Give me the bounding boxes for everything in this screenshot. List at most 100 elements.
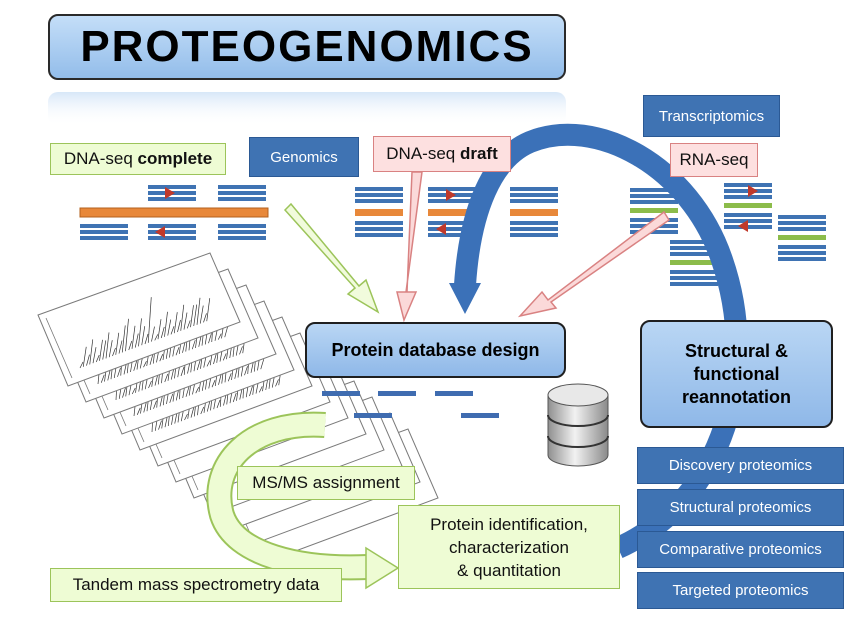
protein-id-line-3: & quantitation [457, 560, 561, 580]
draft-read [510, 199, 558, 203]
dna-seq-complete-label: DNA-seq complete [50, 143, 226, 175]
draft-read [355, 193, 403, 197]
draft-contig-bar [355, 209, 403, 216]
draft-read [355, 187, 403, 191]
draft-read [355, 233, 403, 237]
comparative-proteomics-text: Comparative proteomics [659, 541, 822, 558]
rna-read [724, 213, 772, 217]
genomics-text: Genomics [270, 148, 338, 166]
msms-assignment-label: MS/MS assignment [237, 466, 415, 500]
draft-contig-bar [428, 209, 476, 216]
complete-read [148, 185, 196, 189]
rna-read [630, 194, 678, 198]
sequence-reads [79, 183, 826, 286]
complete-genome-bar [79, 207, 269, 218]
structural-line-1: Structural & [684, 340, 789, 361]
dna-draft-to-database-arrow [396, 171, 423, 323]
dna-complete-bold: complete [137, 149, 213, 168]
draft-read [510, 221, 558, 225]
page-title-text: PROTEOGENOMICS [80, 22, 534, 71]
strand-marker [155, 226, 165, 238]
strand-marker [748, 185, 758, 197]
draft-read [428, 187, 476, 191]
strand-marker [738, 220, 748, 232]
transcript-bar [778, 235, 826, 240]
rna-read [778, 251, 826, 255]
page-title: PROTEOGENOMICS [48, 14, 566, 80]
draft-read [510, 187, 558, 191]
strand-marker [165, 187, 175, 199]
structural-reannotation-box: Structural & functional reannotation [640, 320, 833, 428]
reannotation-arrowhead [449, 283, 481, 314]
structural-proteomics-text: Structural proteomics [669, 499, 812, 516]
complete-read [218, 191, 266, 195]
title-reflection [48, 92, 566, 126]
dna-draft-bold: draft [459, 144, 498, 163]
ms-spectra-stack [37, 252, 439, 563]
structural-proteomics-label: Structural proteomics [637, 489, 844, 526]
draft-read [428, 199, 476, 203]
protein-db-text: Protein database design [331, 339, 540, 360]
draft-read [428, 221, 476, 225]
rna-read [630, 230, 678, 234]
complete-read [218, 224, 266, 228]
draft-read [428, 233, 476, 237]
peptide-dashes [322, 391, 499, 418]
complete-read [148, 236, 196, 240]
rna-read [670, 252, 718, 256]
comparative-proteomics-label: Comparative proteomics [637, 531, 844, 568]
dna-complete-prefix: DNA-seq [63, 149, 138, 168]
complete-read [148, 224, 196, 228]
rna-read [778, 227, 826, 231]
msms-to-identification-arrow [208, 413, 369, 579]
rna-read [778, 215, 826, 219]
complete-read [80, 236, 128, 240]
transcript-bar [670, 260, 718, 265]
rna-read [630, 200, 678, 204]
rna-read [778, 221, 826, 225]
rna-read [670, 270, 718, 274]
transcriptomics-text: Transcriptomics [658, 107, 765, 125]
draft-read [355, 199, 403, 203]
complete-read [218, 185, 266, 189]
complete-read [218, 197, 266, 201]
protein-database-design-box: Protein database design [305, 322, 566, 378]
discovery-proteomics-text: Discovery proteomics [668, 457, 813, 474]
draft-read [510, 193, 558, 197]
transcript-bar [724, 203, 772, 208]
rna-read [778, 257, 826, 261]
rna-read [778, 245, 826, 249]
targeted-proteomics-label: Targeted proteomics [637, 572, 844, 609]
tandem-ms-data-label: Tandem mass spectrometry data [50, 568, 342, 602]
rna-read [670, 246, 718, 250]
complete-read [218, 236, 266, 240]
database-icon [547, 383, 609, 467]
complete-read [218, 230, 266, 234]
draft-read [510, 227, 558, 231]
rna-read [670, 276, 718, 280]
genomics-to-database-arrow [283, 202, 380, 314]
draft-read [355, 227, 403, 231]
draft-read [428, 227, 476, 231]
protein-id-line-1: Protein identification, [430, 514, 588, 534]
msms-text: MS/MS assignment [252, 473, 400, 492]
rna-read [670, 282, 718, 286]
identification-arrowhead [365, 546, 400, 590]
discovery-proteomics-label: Discovery proteomics [637, 447, 844, 484]
protein-identification-label: Protein identification, characterization… [398, 505, 620, 589]
protein-id-line-2: characterization [448, 537, 569, 557]
dna-draft-prefix: DNA-seq [386, 144, 460, 163]
draft-read [355, 221, 403, 225]
rna-read [670, 240, 718, 244]
structural-line-3: reannotation [681, 386, 791, 407]
spectrum-sheet [37, 252, 241, 387]
strand-marker [446, 189, 456, 201]
dna-seq-draft-label: DNA-seq draft [373, 136, 511, 172]
rna-seq-label: RNA-seq [670, 143, 758, 177]
structural-line-2: functional [693, 363, 780, 384]
rna-seq-text: RNA-seq [679, 150, 749, 169]
complete-read [148, 230, 196, 234]
complete-read [148, 197, 196, 201]
